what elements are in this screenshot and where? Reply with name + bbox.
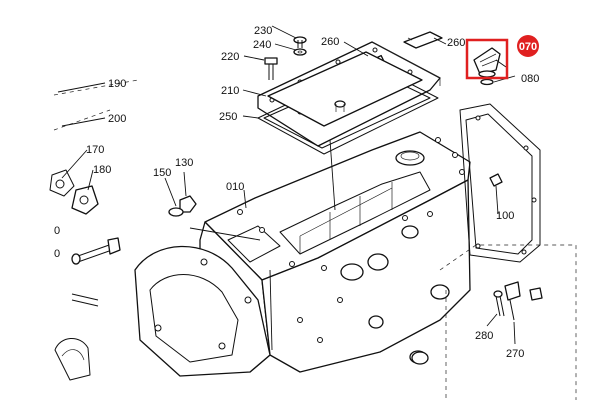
label-190: 190 — [108, 78, 126, 90]
label-250: 250 — [219, 111, 237, 123]
label-220: 220 — [221, 51, 239, 63]
part-labels: 230 240 220 260 260 210 250 190 200 170 … — [54, 25, 539, 360]
label-170: 170 — [86, 144, 104, 156]
washer-150 — [168, 207, 184, 217]
highlight-badge — [517, 35, 539, 57]
highlight-box — [465, 38, 509, 80]
label-230: 230 — [254, 25, 272, 37]
label-240: 240 — [253, 39, 271, 51]
label-260-cover: 260 — [321, 36, 339, 48]
cap-gasket — [480, 78, 494, 86]
label-130: 130 — [175, 157, 193, 169]
bolt-220 — [264, 57, 278, 80]
small-bolt-right — [529, 287, 543, 301]
shift-lever — [504, 281, 521, 321]
leader-lines — [57, 25, 516, 351]
dowel-pin — [489, 173, 503, 187]
label-260-plate: 260 — [447, 37, 465, 49]
highlight-label: 070 — [519, 41, 537, 53]
small-plate — [403, 31, 443, 49]
label-150: 150 — [153, 167, 171, 179]
pivot-bolt — [493, 290, 505, 317]
label-100: 100 — [496, 210, 514, 222]
highlighted-part-070: 070 — [465, 35, 539, 80]
bolt-230 — [293, 36, 307, 48]
label-180: 180 — [93, 164, 111, 176]
label-200: 200 — [108, 113, 126, 125]
washer-240 — [293, 48, 307, 56]
label-080: 080 — [521, 73, 539, 85]
label-010: 010 — [226, 181, 244, 193]
label-0-upper: 0 — [54, 225, 60, 237]
label-270: 270 — [506, 348, 524, 360]
stud-bolt-upper — [71, 237, 121, 265]
filler-cap — [473, 47, 501, 78]
label-0-lower: 0 — [54, 248, 60, 260]
side-plate — [71, 185, 99, 215]
bellhousing-flange — [54, 245, 271, 381]
label-210: 210 — [221, 85, 239, 97]
side-gasket — [459, 103, 541, 263]
inner-plate — [267, 51, 423, 127]
stud-bolt-lower — [71, 293, 99, 307]
side-plate-gasket — [49, 169, 75, 197]
label-280: 280 — [475, 330, 493, 342]
drain-plug — [411, 351, 429, 365]
